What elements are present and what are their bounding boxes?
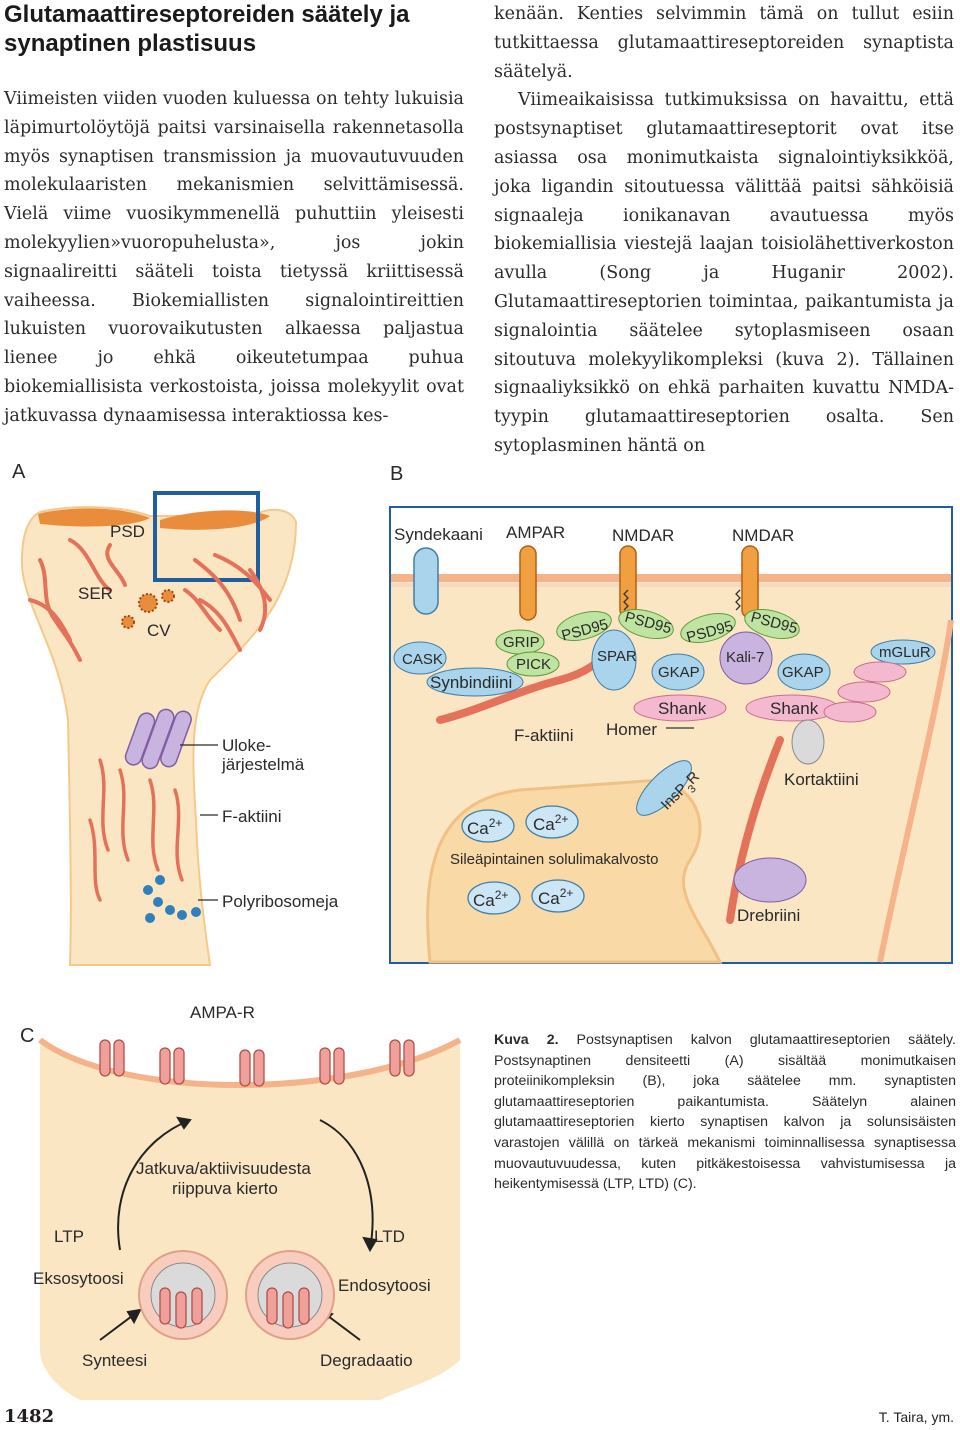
spine-apparatus — [124, 708, 192, 770]
cv-label: CV — [147, 621, 171, 640]
homer-label: Homer — [606, 720, 657, 739]
ltp-label: LTP — [54, 1227, 84, 1246]
kalirin-label: Kali-7 — [726, 649, 764, 666]
actin-filament — [436, 646, 614, 724]
ca-ion-label: Ca2+ — [538, 886, 573, 908]
spine-apparatus-label-1: Uloke- — [222, 736, 271, 755]
spine-shape — [20, 506, 298, 966]
ca-ion-label: Ca2+ — [533, 812, 568, 834]
ser-label: SER — [78, 584, 113, 603]
cask-label: CASK — [402, 651, 443, 668]
psd95-label: PSD95 — [560, 616, 610, 645]
nmdar-label-1: NMDAR — [612, 526, 674, 545]
nmdar-receptor — [741, 545, 759, 619]
right-text-column: kenään. Kenties selvimmin tämä on tullut… — [494, 0, 954, 461]
shank-label-2: Shank — [770, 699, 819, 718]
coated-vesicles — [121, 589, 175, 629]
ca-ions — [461, 805, 585, 915]
psd95-label: PSD95 — [749, 609, 799, 638]
f-actin-filaments — [88, 758, 184, 902]
spine-apparatus-label-2: järjestelmä — [221, 755, 305, 774]
cycling-label-1: Jatkuva/aktiivisuudesta — [136, 1159, 311, 1178]
cortactin-label: Kortaktiini — [784, 770, 859, 789]
mglur-label: mGLuR — [879, 644, 931, 661]
left-column-paragraph: Viimeisten viiden vuoden kuluessa on teh… — [4, 89, 464, 426]
synthesis-label: Synteesi — [82, 1351, 147, 1370]
caption-text: Postsynaptisen kalvon glutamaattiresepto… — [494, 1032, 956, 1193]
endosome-vesicles — [138, 1250, 335, 1340]
leader-lines — [180, 744, 218, 901]
smooth-er — [426, 778, 723, 964]
psd-label: PSD — [110, 522, 145, 541]
caption-label: Kuva 2. — [494, 1032, 559, 1048]
actin-filament — [726, 736, 784, 924]
smooth-er-label: Sileäpintainen solulimakalvosto — [450, 851, 658, 868]
polyribosomes — [143, 875, 201, 923]
grip-label: GRIP — [503, 634, 540, 651]
polyribosomes-label: Polyribosomeja — [222, 892, 339, 911]
syndecan-label: Syndekaani — [394, 525, 483, 544]
drebrin-label: Drebriini — [737, 906, 800, 925]
author-footer: T. Taira, ym. — [878, 1409, 954, 1425]
ampa-receptors — [99, 1039, 415, 1087]
cycling-label-2: riippuva kierto — [172, 1179, 278, 1198]
degradation-label: Degradaatio — [320, 1351, 413, 1370]
panel-b-frame — [389, 506, 953, 964]
zoom-frame — [153, 491, 260, 582]
psd-density — [160, 510, 270, 530]
endocytosis-label: Endosytoosi — [338, 1276, 431, 1295]
psd95-label: PSD95 — [685, 618, 735, 647]
ltd-label: LTD — [374, 1227, 405, 1246]
ampar-label: AMPAR — [506, 523, 565, 542]
panel-b-letter: B — [390, 463, 403, 485]
nmdar-receptor — [619, 545, 637, 619]
right-column-continuation: kenään. Kenties selvimmin tämä on tullut… — [494, 4, 954, 82]
ampar-receptor — [519, 545, 537, 621]
right-column-paragraph: Viimeaikaisissa tutkimuksissa on havaitt… — [494, 90, 954, 456]
f-actin-label-b: F-aktiini — [514, 726, 574, 745]
ser-tubules — [28, 538, 272, 662]
ca-ion-label: Ca2+ — [467, 816, 502, 838]
psd95-label: PSD95 — [623, 609, 673, 638]
spar-label: SPAR — [597, 648, 637, 665]
exocytosis-label: Eksosytoosi — [33, 1269, 124, 1288]
gkap-label-2: GKAP — [782, 664, 824, 681]
article-heading: Glutamaattireseptoreiden säätely ja syna… — [4, 1, 410, 57]
nmdar-label-2: NMDAR — [732, 526, 794, 545]
ca-ion-label: Ca2+ — [473, 888, 508, 910]
panel-a-letter: A — [12, 461, 26, 483]
shank-label-1: Shank — [658, 699, 707, 718]
page-number: 1482 — [4, 1406, 55, 1427]
syndecan-receptor — [413, 547, 439, 615]
ampa-r-label: AMPA-R — [190, 1003, 255, 1022]
panel-a: A — [12, 461, 339, 966]
figure-caption: Kuva 2. Postsynaptisen kalvon glutamaatt… — [494, 1030, 956, 1195]
cell-body — [40, 1040, 460, 1400]
panel-b: B — [389, 463, 954, 964]
left-text-column: Viimeisten viiden vuoden kuluessa on teh… — [4, 85, 464, 431]
cycle-arrows — [99, 1116, 378, 1341]
synbindin-label: Synbindiini — [430, 673, 512, 692]
panel-c-letter: C — [20, 1025, 34, 1047]
gkap-label-1: GKAP — [658, 664, 700, 681]
panel-c: C — [20, 1003, 462, 1400]
psd-density — [38, 508, 150, 527]
f-actin-label: F-aktiini — [222, 807, 282, 826]
insp3r-label: InsP3R — [658, 768, 707, 817]
pick-label: PICK — [516, 656, 551, 673]
